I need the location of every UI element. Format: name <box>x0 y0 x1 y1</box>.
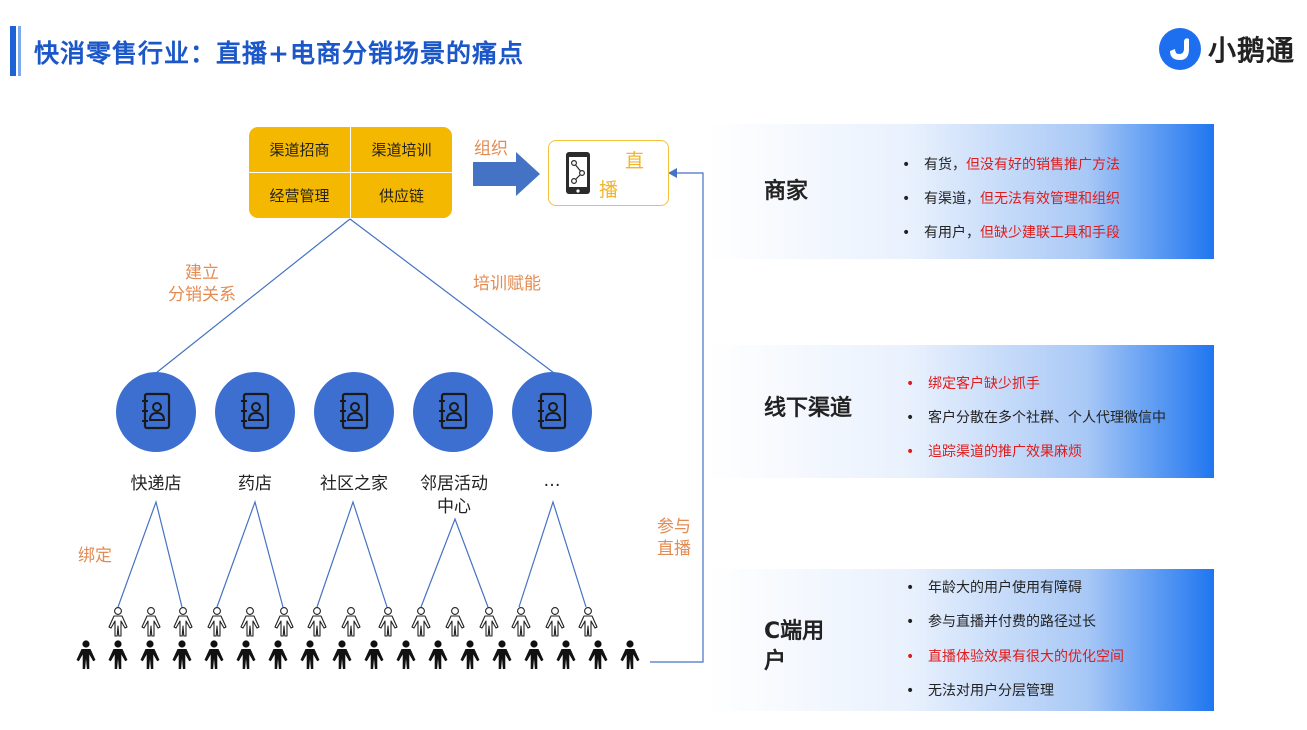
outline-people-row <box>108 607 598 637</box>
panel-cuser-title-line2: 户 <box>764 649 787 674</box>
store-circle-more <box>512 372 592 452</box>
live-char-2: 播 <box>599 179 619 201</box>
store-label-pharmacy: 药店 <box>238 474 272 494</box>
live-stream-box: 直 播 <box>548 140 669 206</box>
page-title: 快消零售行业：直播+电商分销场景的痛点 <box>34 39 524 68</box>
cuser-point-1: •年龄大的用户使用有障碍 <box>906 580 1082 596</box>
grid-cell-recruit: 渠道招商 <box>269 141 330 159</box>
panel-c-user: C端用 户 •年龄大的用户使用有障碍 •参与直播并付费的路径过长 •直播体验效果… <box>706 569 1214 711</box>
store-label-neighborhood-line2: 中心 <box>437 497 471 517</box>
brand-logo: 小鹅通 <box>1158 27 1295 71</box>
contact-book-icon <box>142 392 171 430</box>
live-char-1: 直 <box>625 150 645 172</box>
offline-point-2: •客户分散在多个社群、个人代理微信中 <box>906 410 1166 426</box>
store-label-more: … <box>543 471 561 491</box>
panel-merchant-title: 商家 <box>764 179 809 204</box>
offline-point-3: •追踪渠道的推广效果麻烦 <box>906 444 1082 460</box>
join-live-label: 参与 直播 <box>652 516 696 560</box>
store-circle-neighborhood <box>413 372 493 452</box>
store-circle-pharmacy <box>215 372 295 452</box>
cuser-point-4: •无法对用户分层管理 <box>906 683 1054 699</box>
grid-cell-management: 经营管理 <box>269 187 330 205</box>
join-live-line2: 直播 <box>657 539 691 559</box>
store-label-express: 快递店 <box>130 474 182 494</box>
store-circle-express <box>116 372 196 452</box>
grid-cell-training: 渠道培训 <box>371 141 432 159</box>
store-label-neighborhood: 邻居活动 中心 <box>404 473 504 519</box>
cuser-point-3: •直播体验效果有很大的优化空间 <box>906 649 1124 665</box>
organize-label: 组织 <box>474 139 508 159</box>
brand-name: 小鹅通 <box>1208 34 1296 67</box>
merchant-point-3: •有用户，但缺少建联工具和手段 <box>902 225 1120 241</box>
contact-book-icon <box>439 392 468 430</box>
build-relation-line2: 分销关系 <box>168 285 236 305</box>
grid-divider-h <box>249 172 452 173</box>
panel-cuser-title: C端用 户 <box>764 617 824 677</box>
title-accent-bar-light <box>18 26 21 76</box>
merchant-point-2: •有渠道，但无法有效管理和组织 <box>902 191 1120 207</box>
grid-cell-supply-chain: 供应链 <box>378 187 424 205</box>
store-label-neighborhood-line1: 邻居活动 <box>420 474 488 494</box>
offline-point-1: •绑定客户缺少抓手 <box>906 376 1040 392</box>
cuser-point-2: •参与直播并付费的路径过长 <box>906 614 1096 630</box>
store-circle-community <box>314 372 394 452</box>
channel-ops-grid: 渠道招商 渠道培训 经营管理 供应链 <box>249 127 452 218</box>
store-label-community: 社区之家 <box>320 474 388 494</box>
panel-offline-channel: 线下渠道 •绑定客户缺少抓手 •客户分散在多个社群、个人代理微信中 •追踪渠道的… <box>706 345 1214 478</box>
build-relation-label: 建立 分销关系 <box>160 262 244 306</box>
bind-label: 绑定 <box>78 546 112 566</box>
panel-cuser-title-line1: C端用 <box>764 619 825 644</box>
solid-people-row <box>76 640 640 669</box>
title-accent-bar <box>10 26 16 76</box>
contact-book-icon <box>340 392 369 430</box>
training-label: 培训赋能 <box>473 274 541 294</box>
panel-merchant: 商家 •有货，但没有好的销售推广方法 •有渠道，但无法有效管理和组织 •有用户，… <box>706 124 1214 259</box>
build-relation-line1: 建立 <box>185 263 219 283</box>
merchant-point-1: •有货，但没有好的销售推广方法 <box>902 157 1120 173</box>
contact-book-icon <box>241 392 270 430</box>
panel-offline-title: 线下渠道 <box>764 396 853 421</box>
contact-book-icon <box>538 392 567 430</box>
goose-logo-icon <box>1159 28 1201 70</box>
join-live-line1: 参与 <box>657 517 691 537</box>
phone-share-icon <box>566 152 590 194</box>
